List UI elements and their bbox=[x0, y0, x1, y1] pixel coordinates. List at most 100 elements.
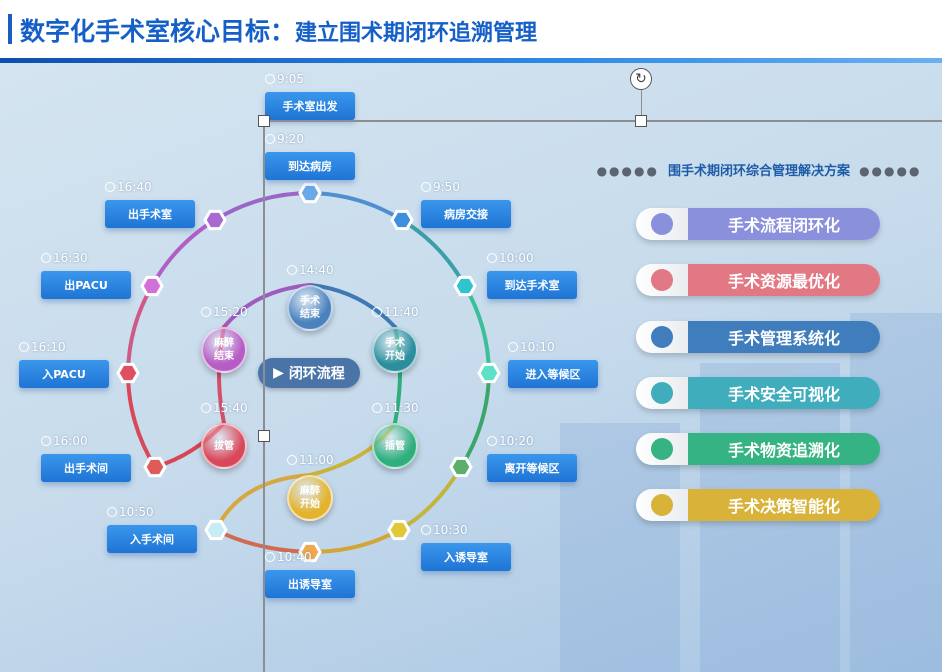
hexagon-node bbox=[449, 456, 473, 478]
clock-icon bbox=[265, 74, 275, 84]
time-text: 16:10 bbox=[31, 340, 66, 354]
resize-handle[interactable] bbox=[258, 115, 270, 127]
resize-handle[interactable] bbox=[635, 115, 647, 127]
step-box[interactable]: 入PACU bbox=[19, 360, 109, 388]
hexagon-node bbox=[387, 519, 411, 541]
bullet-dot-icon bbox=[651, 269, 673, 291]
inner-step-node[interactable]: 麻醉结束 bbox=[201, 327, 247, 373]
time-text: 10:30 bbox=[433, 523, 468, 537]
rotate-stem bbox=[641, 90, 642, 115]
pill-cap bbox=[636, 264, 688, 296]
inner-step-label: 麻醉结束 bbox=[214, 338, 234, 362]
solution-item[interactable]: 手术物资追溯化 bbox=[636, 433, 880, 465]
hexagon-node bbox=[453, 275, 477, 297]
title-main: 数字化手术室核心目标： bbox=[20, 17, 296, 46]
bullet-dot-icon bbox=[651, 382, 673, 404]
time-text: 11:40 bbox=[384, 305, 419, 319]
time-text: 15:40 bbox=[213, 401, 248, 415]
clock-icon bbox=[487, 436, 497, 446]
solution-heading: ●●●●● 围手术期闭环综合管理解决方案 ●●●●● bbox=[576, 160, 942, 179]
clock-icon bbox=[487, 253, 497, 263]
dots-right: ●●●●● bbox=[859, 164, 922, 178]
solution-item[interactable]: 手术决策智能化 bbox=[636, 489, 880, 521]
inner-step-node[interactable]: 插管 bbox=[372, 423, 418, 469]
time-text: 9:05 bbox=[277, 72, 304, 86]
step-box[interactable]: 出PACU bbox=[41, 271, 131, 299]
step-time: 10:00 bbox=[487, 251, 534, 265]
step-box[interactable]: 到达手术室 bbox=[487, 271, 577, 299]
step-box[interactable]: 离开等候区 bbox=[487, 454, 577, 482]
step-box[interactable]: 到达病房 bbox=[265, 152, 355, 180]
clock-icon bbox=[19, 342, 29, 352]
inner-step-node[interactable]: 麻醉开始 bbox=[287, 475, 333, 521]
selection-edge-top bbox=[263, 120, 942, 122]
step-time: 9:50 bbox=[421, 180, 460, 194]
header: 数字化手术室核心目标：建立围术期闭环追溯管理 bbox=[0, 0, 942, 63]
time-text: 11:00 bbox=[299, 453, 334, 467]
solution-item[interactable]: 手术流程闭环化 bbox=[636, 208, 880, 240]
rotate-handle-icon[interactable]: ↻ bbox=[630, 68, 652, 90]
step-box[interactable]: 手术室出发 bbox=[265, 92, 355, 120]
clock-icon bbox=[372, 403, 382, 413]
clock-icon bbox=[265, 134, 275, 144]
clock-icon bbox=[421, 525, 431, 535]
step-time: 10:20 bbox=[487, 434, 534, 448]
pill-cap bbox=[636, 489, 688, 521]
closed-loop-flow-label[interactable]: ▶ 闭环流程 bbox=[258, 358, 360, 388]
step-time: 16:40 bbox=[105, 180, 152, 194]
hexagon-node bbox=[143, 456, 167, 478]
clock-icon bbox=[41, 436, 51, 446]
inner-step-label: 手术结束 bbox=[300, 296, 320, 320]
inner-step-node[interactable]: 拔管 bbox=[201, 423, 247, 469]
inner-step-label: 插管 bbox=[385, 440, 405, 452]
solution-item-label: 手术资源最优化 bbox=[688, 264, 880, 296]
clock-icon bbox=[41, 253, 51, 263]
header-underline bbox=[0, 58, 942, 63]
step-box[interactable]: 出手术间 bbox=[41, 454, 131, 482]
solution-item[interactable]: 手术管理系统化 bbox=[636, 321, 880, 353]
step-time: 10:30 bbox=[421, 523, 468, 537]
step-box[interactable]: 病房交接 bbox=[421, 200, 511, 228]
time-text: 16:00 bbox=[53, 434, 88, 448]
solution-item[interactable]: 手术资源最优化 bbox=[636, 264, 880, 296]
clock-icon bbox=[265, 552, 275, 562]
hexagon-node bbox=[140, 275, 164, 297]
solution-item[interactable]: 手术安全可视化 bbox=[636, 377, 880, 409]
time-text: 11:30 bbox=[384, 401, 419, 415]
time-text: 16:40 bbox=[117, 180, 152, 194]
step-time: 16:00 bbox=[41, 434, 88, 448]
inner-step-node[interactable]: 手术开始 bbox=[372, 327, 418, 373]
time-text: 9:50 bbox=[433, 180, 460, 194]
step-time: 9:05 bbox=[265, 72, 304, 86]
clock-icon bbox=[287, 265, 297, 275]
step-time: 16:10 bbox=[19, 340, 66, 354]
step-time: 11:00 bbox=[287, 453, 334, 467]
loop-segment bbox=[308, 528, 401, 554]
resize-handle[interactable] bbox=[258, 430, 270, 442]
bullet-dot-icon bbox=[651, 438, 673, 460]
hexagon-node bbox=[298, 541, 322, 563]
step-box[interactable]: 入诱导室 bbox=[421, 543, 511, 571]
step-box[interactable]: 出诱导室 bbox=[265, 570, 355, 598]
step-box[interactable]: 进入等候区 bbox=[508, 360, 598, 388]
step-time: 11:30 bbox=[372, 401, 419, 415]
clock-icon bbox=[201, 307, 211, 317]
step-time: 9:20 bbox=[265, 132, 304, 146]
step-box[interactable]: 入手术间 bbox=[107, 525, 197, 553]
center-label-text: 闭环流程 bbox=[288, 366, 345, 382]
title-sub: 建立围术期闭环追溯管理 bbox=[295, 21, 538, 46]
solution-item-label: 手术安全可视化 bbox=[688, 377, 880, 409]
loop-segment bbox=[308, 191, 404, 222]
step-time: 10:50 bbox=[107, 505, 154, 519]
inner-step-node[interactable]: 手术结束 bbox=[287, 285, 333, 331]
loop-segment bbox=[397, 465, 463, 532]
inner-step-label: 麻醉开始 bbox=[300, 486, 320, 510]
time-text: 15:20 bbox=[213, 305, 248, 319]
solution-title: 围手术期闭环综合管理解决方案 bbox=[667, 164, 850, 179]
clock-icon bbox=[105, 182, 115, 192]
step-time: 15:40 bbox=[201, 401, 248, 415]
page-title: 数字化手术室核心目标：建立围术期闭环追溯管理 bbox=[20, 12, 537, 48]
closed-loop-diagram bbox=[116, 182, 501, 563]
step-box[interactable]: 出手术室 bbox=[105, 200, 195, 228]
